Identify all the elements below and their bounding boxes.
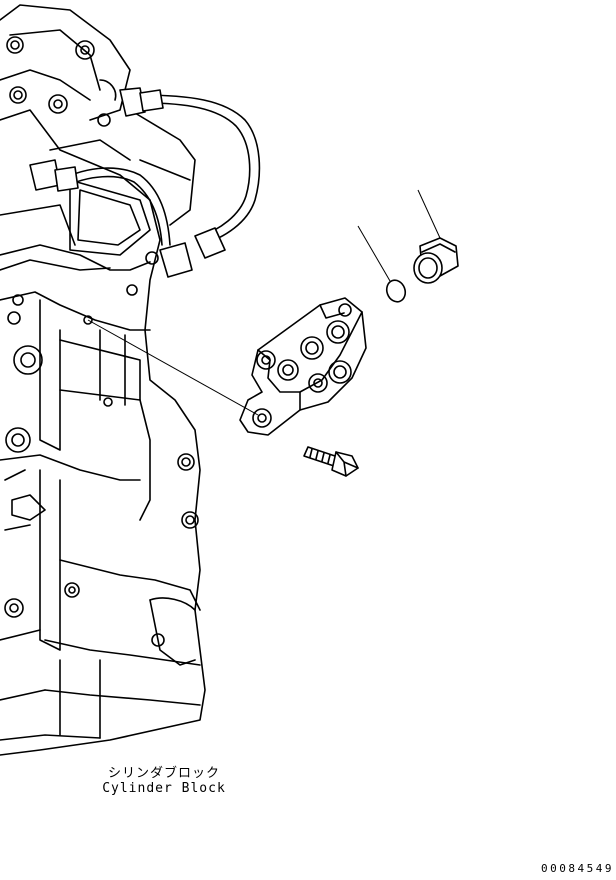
bolt xyxy=(304,447,358,476)
engine-block xyxy=(0,5,205,755)
figure-number: 00084549 xyxy=(541,862,614,875)
o-ring xyxy=(358,226,408,304)
manifold-block xyxy=(88,298,366,435)
tube-assembly xyxy=(30,88,259,277)
cylinder-block-label-jp: シリンダブロック xyxy=(107,766,220,781)
cylinder-block-label-en: Cylinder Block xyxy=(102,781,226,796)
plug xyxy=(414,190,458,283)
